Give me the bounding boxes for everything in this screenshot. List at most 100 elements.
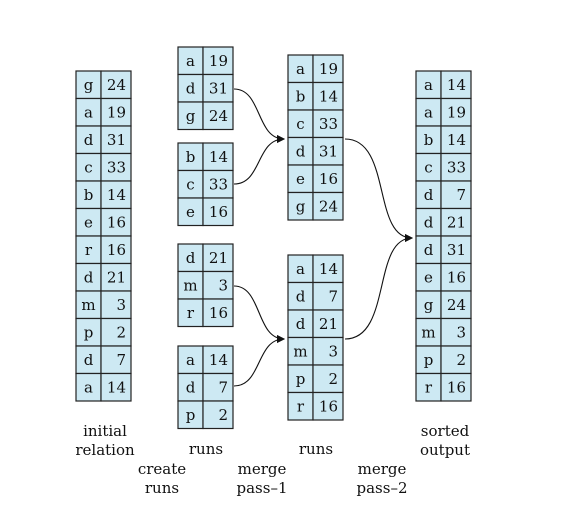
value-text: 33 [447,158,466,176]
value-cell [100,97,132,127]
arrow-run1-to-merged1 [233,88,285,143]
captions-layer: initial relation runs runs create runs m… [75,422,470,497]
value-cell [440,207,472,237]
key-text: e [296,170,305,188]
key-text: a [84,103,93,121]
value-text: 16 [209,304,228,322]
value-text: 3 [116,296,126,314]
key-text: r [187,304,195,322]
key-text: a [424,103,433,121]
key-text: a [186,52,195,70]
key-text: d [84,268,94,286]
value-cell [440,262,472,292]
value-text: 16 [447,268,466,286]
value-cell [202,169,234,199]
value-cell [440,372,472,402]
value-text: 31 [447,241,466,259]
value-cell [312,391,344,421]
key-text: p [296,370,306,388]
key-text: m [81,296,95,314]
value-text: 21 [319,315,338,333]
key-text: d [296,315,306,333]
key-cell [177,101,204,131]
key-text: c [84,158,92,176]
key-text: c [186,175,194,193]
key-text: b [186,148,196,166]
key-cell [177,345,204,375]
arrow-merged1-to-sorted [344,138,413,242]
value-text: 19 [319,60,338,78]
value-text: 16 [107,241,126,259]
key-text: d [84,131,94,149]
key-cell [177,169,204,199]
caption-initial-line1: initial [83,422,127,440]
key-text: m [183,276,197,294]
key-text: b [84,186,94,204]
key-cell [287,336,314,366]
key-text: d [84,351,94,369]
key-text: b [296,87,306,105]
caption-sorted-line2: output [420,441,470,459]
arrow-merged2-to-sorted [344,234,413,340]
block-row: b 14 [287,81,344,111]
key-cell [287,81,314,111]
key-cell [415,125,442,155]
key-text: c [424,158,432,176]
value-text: 33 [209,175,228,193]
value-text: 2 [218,406,228,424]
key-text: d [186,249,196,267]
value-text: 2 [116,323,126,341]
key-cell [177,243,204,273]
caption-merge-pass1-line1: merge [238,460,287,478]
value-text: 14 [319,87,338,105]
key-text: e [186,203,195,221]
caption-merge-pass2-line1: merge [358,460,407,478]
value-text: 14 [209,351,228,369]
block-row: c 33 [75,152,132,182]
block-row: d 21 [415,207,472,237]
value-text: 33 [319,115,338,133]
value-text: 19 [209,52,228,70]
value-text: 14 [107,378,126,396]
value-text: 19 [447,103,466,121]
value-text: 2 [456,351,466,369]
key-text: d [424,186,434,204]
value-text: 21 [447,213,466,231]
block-row: a 19 [177,46,234,76]
key-text: m [421,323,435,341]
key-text: d [424,213,434,231]
key-text: c [296,115,304,133]
value-text: 24 [319,197,338,215]
key-cell [177,73,204,103]
value-cell [100,207,132,237]
value-text: 33 [107,158,126,176]
value-cell [312,336,344,366]
value-text: 3 [218,276,228,294]
block-row: d 21 [287,309,344,339]
